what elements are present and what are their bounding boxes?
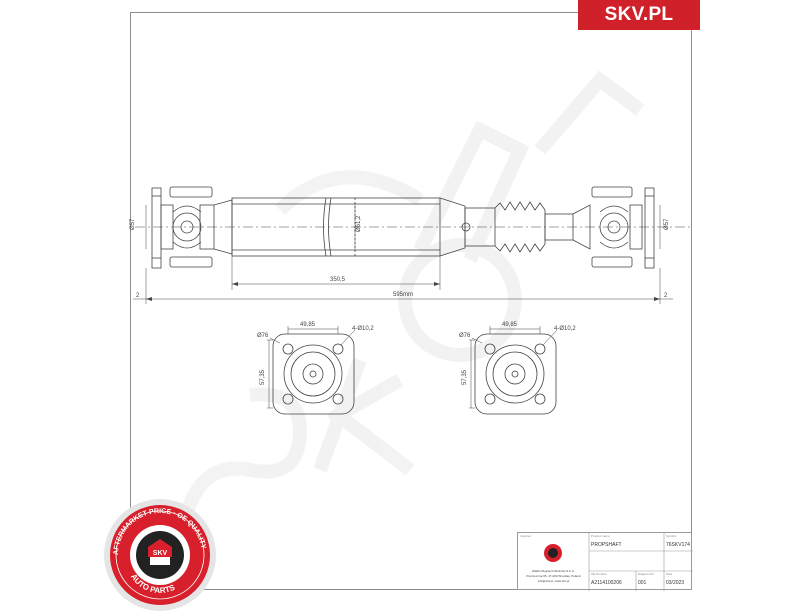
right-universal-joint xyxy=(572,186,643,268)
oe-value: A2114100206 xyxy=(591,580,622,586)
flange-right-spacing: 49,85 xyxy=(502,322,518,328)
propshaft-drawing: Ø57 Ø57 Ø61,2 350,5 595mm 2 2 xyxy=(130,186,690,415)
flange-view-left xyxy=(267,326,356,415)
date-value: 03/2023 xyxy=(666,580,685,586)
oe-label: OE Number xyxy=(591,572,607,576)
left-flange xyxy=(151,187,174,269)
title-block: Importer ESEN Wojciech Wolnicki S.K.A. P… xyxy=(517,532,693,591)
flange-left-holes: 4-Ø10,2 xyxy=(352,326,374,332)
drawing-frame xyxy=(130,12,692,590)
flange-left-height: 57,35 xyxy=(260,369,266,385)
dim-tube: Ø61,2 xyxy=(356,215,362,232)
company-address: Poprzeczna 65, 47-400 Wrocław, Poland xyxy=(526,574,581,578)
flange-view-right xyxy=(469,326,558,415)
dimension-lines xyxy=(133,204,673,304)
badge-center-text: SKV xyxy=(153,550,168,557)
right-flange xyxy=(644,187,655,269)
dim-right-flange: Ø57 xyxy=(664,218,670,230)
importer-label: Importer xyxy=(520,534,532,538)
diagram-label: Diagram No xyxy=(638,572,655,576)
brand-label: SKV.PL xyxy=(604,4,674,25)
product-label: Product name xyxy=(591,534,610,538)
company-contact: info@skv.pl, www.skv.pl xyxy=(537,579,570,583)
symbol-value: 76SKV174 xyxy=(666,542,690,548)
dim-left-flange: Ø57 xyxy=(130,218,136,230)
flange-right-height: 57,35 xyxy=(462,369,468,385)
dim-total-length: 595mm xyxy=(393,292,413,298)
dim-partial-length: 350,5 xyxy=(330,277,346,283)
symbol-label: Symbol xyxy=(666,534,677,538)
main-tube xyxy=(231,197,441,257)
company-name: ESEN Wojciech Wolnicki S.K.A. xyxy=(532,569,575,573)
flange-right-holes: 4-Ø10,2 xyxy=(554,326,576,332)
slip-joint xyxy=(439,197,574,257)
drawing-sheet: SKV.PL xyxy=(104,0,700,611)
offset-left: 2 xyxy=(136,293,140,299)
product-value: PROPSHAFT xyxy=(591,542,622,548)
date-label: Date xyxy=(666,572,673,576)
diagram-value: 001 xyxy=(638,580,647,586)
flange-right-dia: Ø76 xyxy=(459,333,471,339)
flange-left-dia: Ø76 xyxy=(257,333,269,339)
flange-left-spacing: 49,85 xyxy=(300,322,316,328)
brand-logo[interactable]: SKV.PL xyxy=(578,0,700,30)
quality-badge: AFTERMARKET PRICE · OE QUALITY SKV AUTO … xyxy=(104,499,216,611)
offset-right: 2 xyxy=(664,293,668,299)
